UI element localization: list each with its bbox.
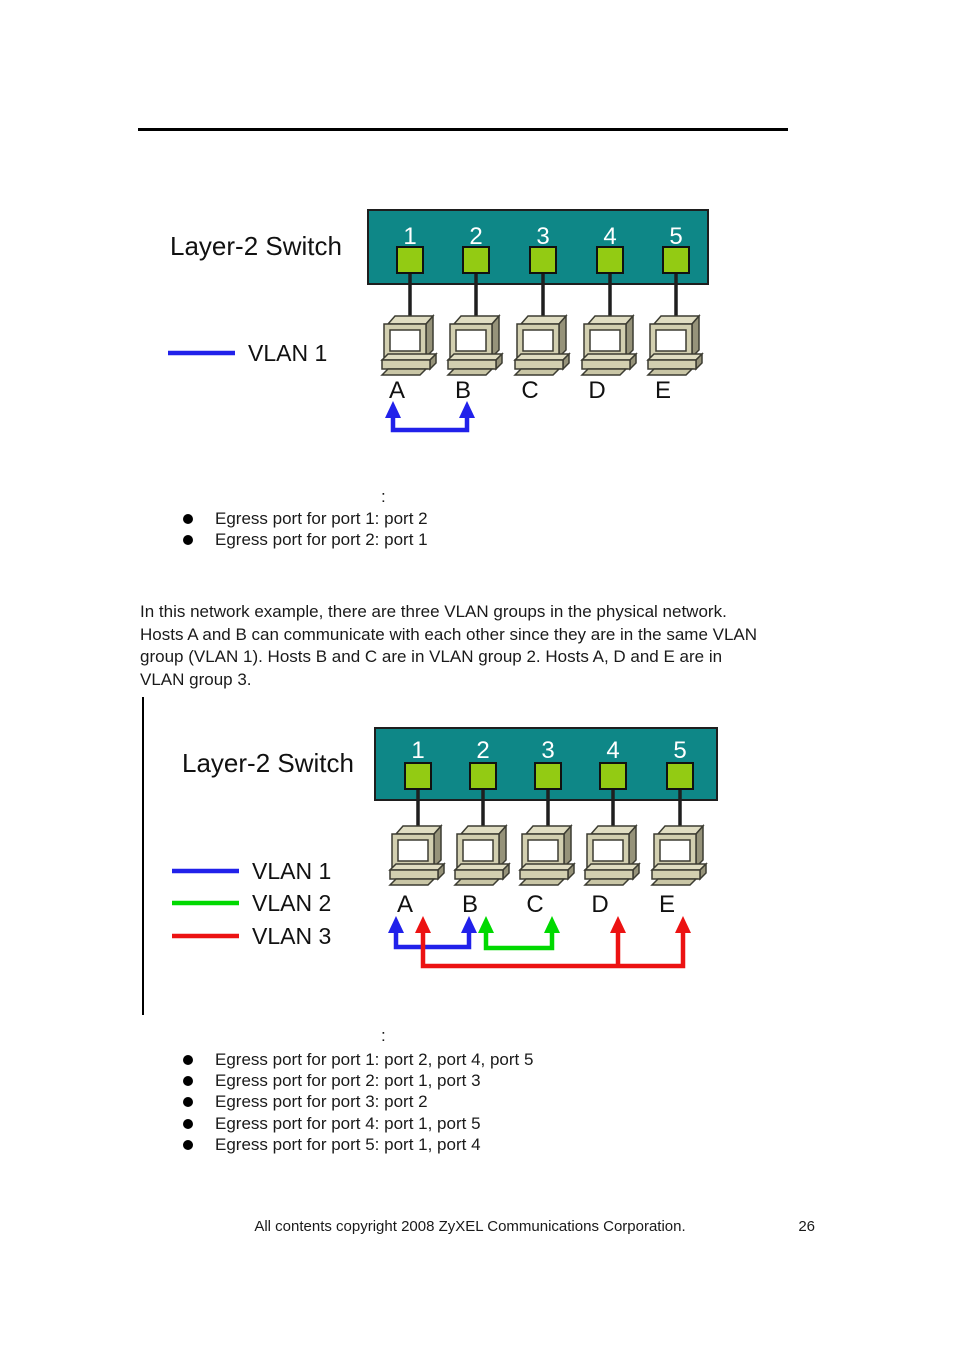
copyright-text: All contents copyright 2008 ZyXEL Commun… xyxy=(254,1218,686,1235)
switch-port-square xyxy=(469,762,497,790)
vlan1-arrowhead-icon xyxy=(459,401,475,418)
legend-vlan2-label: VLAN 2 xyxy=(252,890,331,916)
host-computer-icon xyxy=(389,825,445,886)
host-label: C xyxy=(521,377,538,404)
egress-rule-item: Egress port for port 3: port 2 xyxy=(183,1092,533,1113)
port-number: 5 xyxy=(669,223,682,250)
paragraph-line: In this network example, there are three… xyxy=(140,602,727,621)
host-computer-icon xyxy=(651,825,707,886)
host-label: C xyxy=(526,891,543,918)
host-label: B xyxy=(455,377,471,404)
host-computer-icon xyxy=(647,315,703,376)
host-computer-icon xyxy=(447,315,503,376)
host-computer-icon xyxy=(514,315,570,376)
switch-port-square xyxy=(662,246,690,274)
port-number: 2 xyxy=(476,737,489,764)
bullet-icon xyxy=(183,1118,193,1129)
vlan1-arrowhead-icon xyxy=(385,401,401,418)
switch-port-square xyxy=(529,246,557,274)
egress-rule-item: Egress port for port 2: port 1, port 3 xyxy=(183,1070,533,1091)
vlan1-arrowhead-icon xyxy=(461,916,477,933)
egress-rule-list: Egress port for port 1: port 2 Egress po… xyxy=(183,508,428,551)
host-computer-icon xyxy=(584,825,640,886)
vlan1-diagram-svg: Layer-2 Switch 1 2 3 4 5 xyxy=(168,209,709,433)
layer2-switch-label: Layer-2 Switch xyxy=(170,231,342,261)
port-number: 3 xyxy=(536,223,549,250)
page-number: 26 xyxy=(798,1218,815,1235)
egress-rule-text: Egress port for port 2: port 1 xyxy=(215,530,428,550)
port-number: 4 xyxy=(603,223,616,250)
vlan3-arrowhead-icon xyxy=(415,916,431,933)
host-computer-icon xyxy=(581,315,637,376)
header-rule xyxy=(138,128,788,131)
vlan-groups-paragraph: In this network example, there are three… xyxy=(140,601,830,691)
paragraph-line: group (VLAN 1). Hosts B and C are in VLA… xyxy=(140,647,723,667)
bullet-icon xyxy=(183,1140,193,1151)
egress-rule-list: Egress port for port 1: port 2, port 4, … xyxy=(183,1049,533,1156)
egress-rule-text: Egress port for port 4: port 1, port 5 xyxy=(215,1113,481,1133)
switch-port-square xyxy=(534,762,562,790)
port-number: 2 xyxy=(469,223,482,250)
port-number: 4 xyxy=(606,737,619,764)
host-label: E xyxy=(655,377,671,404)
egress-rule-text: Egress port for port 3: port 2 xyxy=(215,1092,428,1112)
host-label: A xyxy=(389,377,405,404)
vlan3-link-arrow xyxy=(420,931,686,969)
bullet-icon xyxy=(183,1097,193,1108)
switch-port-square xyxy=(462,246,490,274)
host-label: D xyxy=(588,377,605,404)
vlan1-diagram: Layer-2 Switch 1 2 3 4 5 xyxy=(140,199,780,461)
paragraph-line: Hosts A and B can communicate with each … xyxy=(140,624,758,644)
egress-rule-text: Egress port for port 5: port 1, port 4 xyxy=(215,1135,481,1155)
vlan1-link-arrow xyxy=(390,416,470,433)
egress-rule-item: Egress port for port 4: port 1, port 5 xyxy=(183,1113,533,1134)
egress-rule-item: Egress port for port 1: port 2, port 4, … xyxy=(183,1049,533,1070)
port-number: 1 xyxy=(403,223,416,250)
egress-rule-text: Egress port for port 2: port 1, port 3 xyxy=(215,1071,481,1091)
bullet-icon xyxy=(183,535,193,546)
host-computer-icon xyxy=(519,825,575,886)
switch-port-square xyxy=(596,246,624,274)
vlan2-arrowhead-icon xyxy=(478,916,494,933)
vlan3-diagram: Layer-2 Switch 1 2 3 4 5 xyxy=(140,708,780,1008)
egress-rule-item: Egress port for port 2: port 1 xyxy=(183,529,428,550)
switch-port-square xyxy=(396,246,424,274)
switch-port-square xyxy=(599,762,627,790)
vlan1-link-arrow xyxy=(393,931,472,950)
vlan2-arrowhead-icon xyxy=(544,916,560,933)
egress-rule-text: Egress port for port 1: port 2, port 4, … xyxy=(215,1049,534,1069)
revision-change-bar xyxy=(142,697,144,1015)
egress-rule-item: Egress port for port 1: port 2 xyxy=(183,508,428,529)
vlan3-arrowhead-icon xyxy=(610,916,626,933)
paragraph-line: VLAN group 3. xyxy=(140,669,252,689)
bullet-icon xyxy=(183,1076,193,1087)
host-computer-icon xyxy=(381,315,437,376)
host-computer-icon xyxy=(454,825,510,886)
host-label: E xyxy=(659,891,675,918)
switch-port-square xyxy=(404,762,432,790)
host-label: B xyxy=(462,891,478,918)
port-number: 5 xyxy=(673,737,686,764)
bullet-icon xyxy=(183,1054,193,1065)
layer2-switch-label: Layer-2 Switch xyxy=(182,748,354,778)
port-number: 1 xyxy=(411,737,424,764)
switch-port-square xyxy=(666,762,694,790)
legend-vlan1-label: VLAN 1 xyxy=(248,340,327,366)
list-heading-colon: : xyxy=(381,1026,386,1045)
bullet-icon xyxy=(183,513,193,524)
egress-rule-item: Egress port for port 5: port 1, port 4 xyxy=(183,1135,533,1156)
vlan3-diagram-svg: Layer-2 Switch 1 2 3 4 5 xyxy=(172,727,718,969)
egress-rule-text: Egress port for port 1: port 2 xyxy=(215,508,428,528)
vlan3-arrowhead-icon xyxy=(675,916,691,933)
vlan1-arrowhead-icon xyxy=(388,916,404,933)
list-heading-colon: : xyxy=(381,487,386,506)
host-label: D xyxy=(591,891,608,918)
legend-vlan1-label: VLAN 1 xyxy=(252,858,331,884)
port-number: 3 xyxy=(541,737,554,764)
host-label: A xyxy=(397,891,413,918)
vlan2-link-arrow xyxy=(483,931,555,951)
legend-vlan3-label: VLAN 3 xyxy=(252,923,331,949)
